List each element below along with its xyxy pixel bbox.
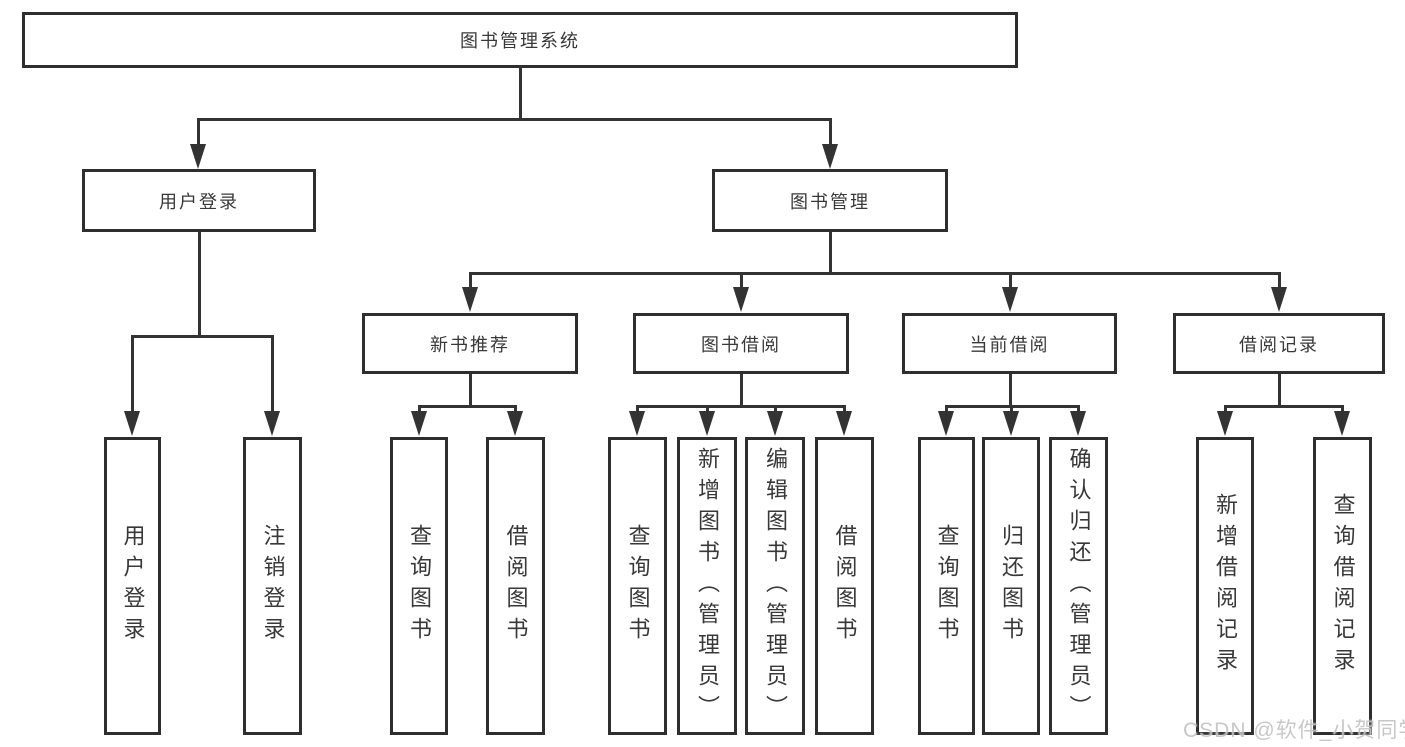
node-leaf-logout: 注销登录 <box>243 437 302 735</box>
connector-mgmt-drop-3 <box>1009 272 1012 288</box>
arrowhead-current-confirm <box>1070 411 1086 436</box>
node-leaf-confirm-return-admin-label: 确认归还（管理员） <box>1066 446 1092 726</box>
arrowhead-book-mgmt <box>822 144 838 169</box>
node-book-mgmt: 图书管理 <box>712 169 948 232</box>
connector-rec-drop-2 <box>514 405 517 413</box>
connector-login-bus <box>131 335 273 338</box>
connector-borrow-drop-3 <box>774 405 777 413</box>
connector-login-drop-2 <box>271 335 274 412</box>
connector-borrow-bus <box>636 405 845 408</box>
node-book-borrow: 图书借阅 <box>633 313 849 374</box>
arrowhead-borrow-edit <box>767 411 783 436</box>
connector-rec-bus <box>418 405 517 408</box>
connector-current-drop-2 <box>1010 405 1013 413</box>
node-root-label: 图书管理系统 <box>460 31 580 51</box>
arrowhead-current-borrow <box>1002 287 1018 312</box>
node-root: 图书管理系统 <box>22 12 1018 68</box>
csdn-watermark: CSDN @软件_小贺同学 <box>1183 719 1405 742</box>
node-new-book-rec: 新书推荐 <box>362 313 578 374</box>
node-leaf-confirm-return-admin: 确认归还（管理员） <box>1049 437 1108 735</box>
node-leaf-add-borrow-record: 新增借阅记录 <box>1196 437 1254 735</box>
arrowhead-current-query <box>938 411 954 436</box>
connector-borrow-stem <box>740 374 743 407</box>
node-leaf-query-borrow-record-label: 查询借阅记录 <box>1330 493 1356 679</box>
connector-records-drop-1 <box>1224 405 1227 413</box>
connector-mgmt-drop-4 <box>1278 272 1281 288</box>
connector-root-stem <box>519 66 522 120</box>
arrowhead-rec-query <box>411 411 427 436</box>
connector-rec-drop-1 <box>418 405 421 413</box>
connector-records-stem <box>1278 374 1281 407</box>
connector-root-bus <box>197 118 831 121</box>
arrowhead-current-return <box>1003 411 1019 436</box>
connector-borrow-drop-4 <box>843 405 846 413</box>
node-leaf-user-login-label: 用户登录 <box>120 524 146 648</box>
connector-root-drop-right <box>829 118 832 146</box>
arrowhead-leaf-logout <box>264 411 280 436</box>
connector-current-stem <box>1009 374 1012 407</box>
node-leaf-add-book-admin-label: 新增图书（管理员） <box>695 446 720 726</box>
connector-current-drop-1 <box>945 405 948 413</box>
node-leaf-borrow-book-borrow: 借阅图书 <box>815 437 874 735</box>
connector-login-drop-1 <box>131 335 134 412</box>
node-leaf-borrow-book-rec-label: 借阅图书 <box>503 524 529 648</box>
connector-mgmt-drop-1 <box>469 272 472 288</box>
node-leaf-user-login: 用户登录 <box>104 437 161 735</box>
connector-records-drop-2 <box>1341 405 1344 413</box>
node-leaf-edit-book-admin-label: 编辑图书（管理员） <box>763 446 788 726</box>
node-leaf-query-book-current: 查询图书 <box>918 437 975 735</box>
arrowhead-book-borrow <box>733 287 749 312</box>
node-user-login-label: 用户登录 <box>159 191 239 212</box>
node-leaf-return-book: 归还图书 <box>982 437 1040 735</box>
node-leaf-borrow-book-borrow-label: 借阅图书 <box>832 524 858 648</box>
node-borrow-records-label: 借阅记录 <box>1239 334 1319 355</box>
node-book-borrow-label: 图书借阅 <box>701 334 781 355</box>
connector-mgmt-stem <box>829 232 832 274</box>
arrowhead-borrow-query <box>629 411 645 436</box>
arrowhead-records-add <box>1217 411 1233 436</box>
connector-login-stem <box>198 232 201 337</box>
arrowhead-records-query <box>1334 411 1350 436</box>
connector-rec-stem <box>469 374 472 407</box>
arrowhead-new-book-rec <box>462 287 478 312</box>
node-leaf-query-book-rec: 查询图书 <box>390 437 448 735</box>
node-leaf-edit-book-admin: 编辑图书（管理员） <box>745 437 805 735</box>
arrowhead-borrow-borrow <box>836 411 852 436</box>
node-leaf-query-book-borrow: 查询图书 <box>608 437 667 735</box>
arrowhead-borrow-records <box>1271 287 1287 312</box>
node-leaf-query-book-rec-label: 查询图书 <box>407 524 432 648</box>
node-current-borrow-label: 当前借阅 <box>969 334 1050 355</box>
node-leaf-return-book-label: 归还图书 <box>999 524 1024 648</box>
connector-borrow-drop-1 <box>636 405 639 413</box>
node-new-book-rec-label: 新书推荐 <box>430 334 510 355</box>
node-leaf-query-book-borrow-label: 查询图书 <box>625 524 651 648</box>
arrowhead-leaf-user-login <box>124 411 140 436</box>
connector-mgmt-drop-2 <box>740 272 743 288</box>
connector-borrow-drop-2 <box>706 405 709 413</box>
node-book-mgmt-label: 图书管理 <box>790 191 870 212</box>
connector-records-bus <box>1224 405 1343 408</box>
node-leaf-query-book-current-label: 查询图书 <box>934 524 960 648</box>
connector-mgmt-bus <box>469 272 1281 275</box>
node-current-borrow: 当前借阅 <box>902 313 1117 374</box>
node-borrow-records: 借阅记录 <box>1173 313 1385 374</box>
arrowhead-user-login <box>190 144 206 169</box>
node-leaf-add-book-admin: 新增图书（管理员） <box>677 437 737 735</box>
node-leaf-query-borrow-record: 查询借阅记录 <box>1313 437 1372 735</box>
connector-root-drop-left <box>197 118 200 146</box>
node-leaf-add-borrow-record-label: 新增借阅记录 <box>1213 493 1238 679</box>
node-leaf-borrow-book-rec: 借阅图书 <box>486 437 545 735</box>
arrowhead-borrow-add <box>699 411 715 436</box>
node-leaf-logout-label: 注销登录 <box>260 524 286 648</box>
connector-current-drop-3 <box>1077 405 1080 413</box>
node-user-login: 用户登录 <box>82 169 316 232</box>
arrowhead-rec-borrow <box>507 411 523 436</box>
